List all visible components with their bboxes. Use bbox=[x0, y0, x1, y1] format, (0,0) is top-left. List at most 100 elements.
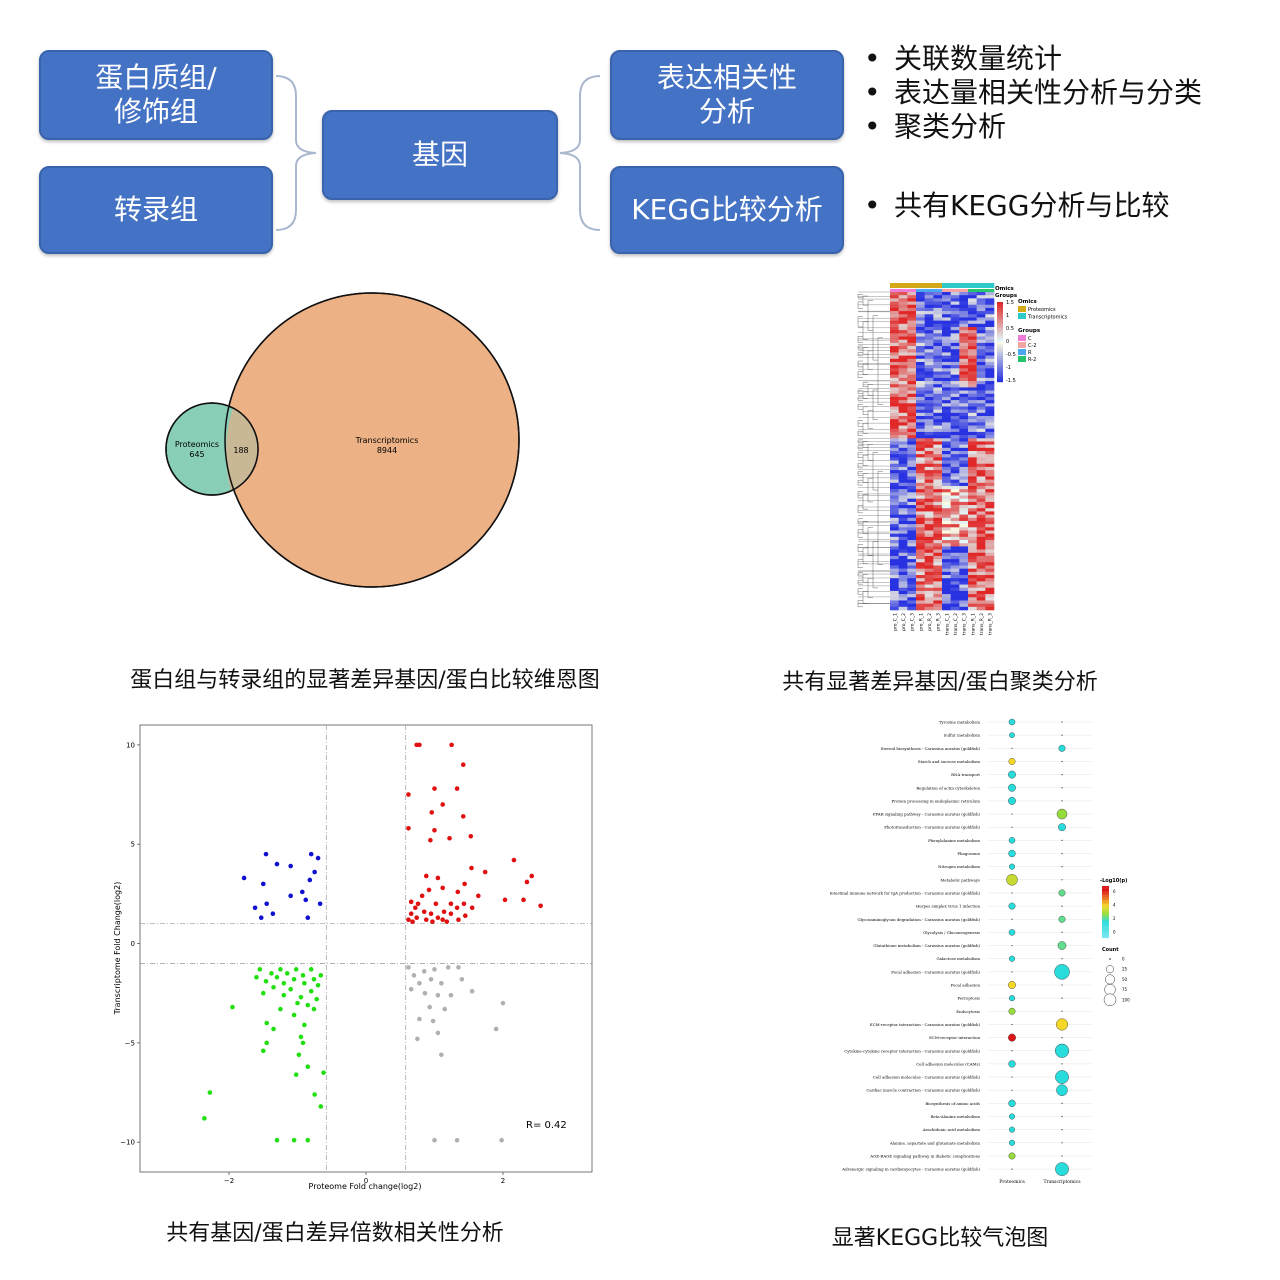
heatmap-cell bbox=[968, 552, 977, 557]
heatmap-cell bbox=[942, 390, 951, 395]
heatmap-cell bbox=[976, 304, 986, 309]
heatmap-cell bbox=[916, 428, 925, 433]
heatmap-cell bbox=[916, 314, 925, 318]
heatmap-cell bbox=[942, 527, 951, 531]
heatmap-cell bbox=[890, 416, 899, 420]
heatmap-cell bbox=[890, 495, 899, 499]
heatmap-cell bbox=[924, 320, 934, 325]
heatmap-cell bbox=[950, 581, 960, 585]
heatmap-cell bbox=[933, 524, 943, 528]
heatmap-cell bbox=[950, 597, 960, 601]
heatmap-cell bbox=[942, 517, 951, 522]
heatmap-cell bbox=[890, 520, 899, 525]
heatmap-cell bbox=[985, 406, 995, 410]
scatter-point bbox=[499, 1137, 504, 1143]
dendro-branch bbox=[862, 547, 868, 564]
bubble-col-label: Proteomics bbox=[999, 1179, 1025, 1185]
dendro-branch bbox=[857, 544, 863, 552]
heatmap-cell bbox=[916, 381, 925, 385]
heatmap-cell bbox=[950, 339, 960, 344]
heatmap-anno-omics bbox=[933, 283, 943, 288]
scatter-point bbox=[511, 857, 517, 863]
heatmap-column-label: trans_R_1 bbox=[970, 613, 976, 635]
heatmap-cell bbox=[942, 371, 951, 375]
heatmap-cell bbox=[924, 323, 934, 328]
heatmap-legend-omics-item: Transcriptomics bbox=[1027, 315, 1068, 321]
heatmap-cell bbox=[898, 501, 908, 506]
heatmap-cell bbox=[959, 530, 969, 534]
heatmap-cell bbox=[890, 460, 899, 465]
bullet-item: 表达量相关性分析与分类 bbox=[856, 76, 1202, 110]
bubble-legend-size-circle bbox=[1105, 974, 1115, 985]
bubble-legend-color-step bbox=[1102, 906, 1109, 909]
heatmap-cell bbox=[976, 403, 986, 407]
heatmap-cell bbox=[942, 603, 951, 608]
bullet-item: 关联数量统计 bbox=[856, 42, 1202, 76]
heatmap-cell bbox=[950, 451, 960, 455]
heatmap-cell bbox=[890, 575, 899, 579]
heatmap-cell bbox=[890, 549, 899, 554]
heatmap-cell bbox=[976, 511, 986, 515]
heatmap-cell bbox=[916, 419, 925, 423]
heatmap-cell bbox=[950, 473, 960, 477]
heatmap-cell bbox=[959, 489, 969, 493]
heatmap-scale-step bbox=[997, 358, 1003, 361]
heatmap-cell bbox=[959, 587, 969, 592]
heatmap-cell bbox=[898, 584, 908, 589]
heatmap-cell bbox=[933, 390, 943, 395]
scatter-point bbox=[428, 976, 434, 982]
bubble-legend-color-step bbox=[1102, 925, 1109, 927]
scatter-point bbox=[311, 976, 317, 982]
heatmap-cell bbox=[898, 552, 908, 557]
heatmap-cell bbox=[942, 479, 951, 484]
bubble-dot bbox=[1054, 1043, 1070, 1058]
heatmap-cell bbox=[950, 533, 960, 538]
heatmap-cell bbox=[898, 409, 908, 414]
heatmap-cell bbox=[950, 371, 960, 375]
heatmap-cell bbox=[890, 298, 899, 302]
scatter-point bbox=[460, 762, 466, 768]
heatmap-cell bbox=[916, 361, 925, 366]
bubble-dot bbox=[1008, 837, 1016, 844]
heatmap-cell bbox=[907, 562, 917, 566]
heatmap-cell bbox=[924, 298, 934, 302]
scatter-point bbox=[421, 969, 427, 974]
bubble-legend-size-circle bbox=[1104, 983, 1116, 996]
heatmap-cell bbox=[924, 581, 934, 585]
heatmap-cell bbox=[985, 485, 995, 490]
heatmap-cell bbox=[916, 336, 925, 340]
heatmap-cell bbox=[933, 451, 943, 455]
heatmap-cell bbox=[985, 352, 995, 356]
heatmap-cell bbox=[916, 346, 925, 350]
heatmap-cell bbox=[976, 381, 986, 385]
heatmap-cell bbox=[933, 330, 943, 334]
heatmap-cell bbox=[890, 489, 899, 493]
heatmap-cell bbox=[924, 425, 934, 430]
heatmap-cell bbox=[950, 540, 960, 544]
heatmap-cell bbox=[942, 600, 951, 604]
heatmap-cell bbox=[890, 581, 899, 585]
heatmap-cell bbox=[985, 393, 995, 398]
bubble-dot bbox=[1056, 1018, 1068, 1031]
heatmap-anno-groups bbox=[968, 289, 977, 292]
heatmap-cell bbox=[933, 298, 943, 302]
heatmap-cell bbox=[959, 470, 969, 474]
heatmap-cell bbox=[898, 511, 908, 515]
heatmap-cell bbox=[924, 514, 934, 519]
dendro-branch bbox=[867, 477, 873, 503]
bubble-legend-color-step bbox=[1102, 915, 1109, 918]
heatmap-cell bbox=[968, 571, 977, 576]
scatter-point bbox=[429, 810, 435, 815]
scatter-point bbox=[295, 1000, 300, 1006]
scatter-point bbox=[296, 1052, 302, 1058]
heatmap-cell bbox=[985, 600, 995, 604]
bullets-kegg: 共有KEGG分析与比较 bbox=[856, 189, 1169, 223]
scatter-point bbox=[300, 1040, 306, 1046]
heatmap-cell bbox=[916, 447, 925, 452]
heatmap-cell bbox=[898, 546, 908, 550]
heatmap-scale-step bbox=[997, 376, 1003, 379]
heatmap-legend-omics-item: Proteomics bbox=[1028, 307, 1056, 313]
heatmap-cell bbox=[924, 457, 934, 461]
heatmap-cell bbox=[976, 435, 986, 439]
